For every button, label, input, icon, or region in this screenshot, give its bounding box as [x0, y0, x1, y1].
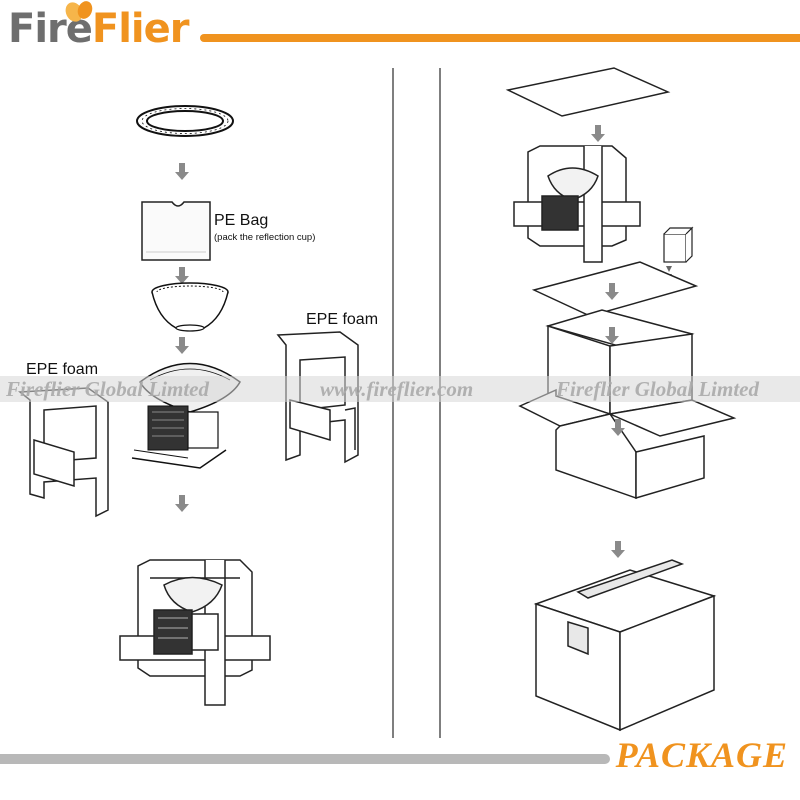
- butterfly-icon: [65, 1, 93, 22]
- accessory-box-icon: [663, 226, 694, 263]
- brand-flier-text: Flier: [91, 6, 190, 52]
- arrow-down-icon: [175, 163, 189, 180]
- pe-bag-label: PE Bag: [214, 212, 269, 229]
- reflection-cup-icon: [151, 282, 229, 332]
- brand-logo: FireFlier: [8, 6, 189, 66]
- assembled-lamp-foam-icon: [119, 559, 271, 706]
- footer-gray-bar: [0, 754, 610, 764]
- gasket-ring-icon: [136, 105, 234, 137]
- open-box-icon: [518, 309, 737, 500]
- epe-foam-left-icon: [18, 387, 109, 518]
- arrow-down-icon: [611, 541, 625, 558]
- watermark-text-center: www.fireflier.com: [320, 377, 474, 401]
- arrow-down-icon: [175, 267, 189, 284]
- cardboard-sheet-icon: [505, 67, 671, 117]
- watermark-text-left: Fireflier Global Limted: [6, 377, 209, 401]
- package-heading: PACKAGE: [615, 735, 788, 775]
- arrow-down-icon: [175, 337, 189, 354]
- epe-foam-label-left: EPE foam: [26, 361, 99, 378]
- header-accent-bar: [200, 34, 800, 42]
- epe-foam-label-right: EPE foam: [306, 311, 379, 328]
- watermark-band: [0, 376, 800, 402]
- pe-bag-note: (pack the reflection cup): [214, 232, 316, 243]
- arrow-down-icon: [591, 125, 605, 142]
- sealed-box-icon: [533, 559, 717, 732]
- arrow-down-icon: [175, 495, 189, 512]
- watermark-text-right: Fireflier Global Limted: [556, 377, 759, 401]
- pe-bag-icon: [141, 201, 211, 261]
- lamp-in-foam-icon: [513, 145, 641, 263]
